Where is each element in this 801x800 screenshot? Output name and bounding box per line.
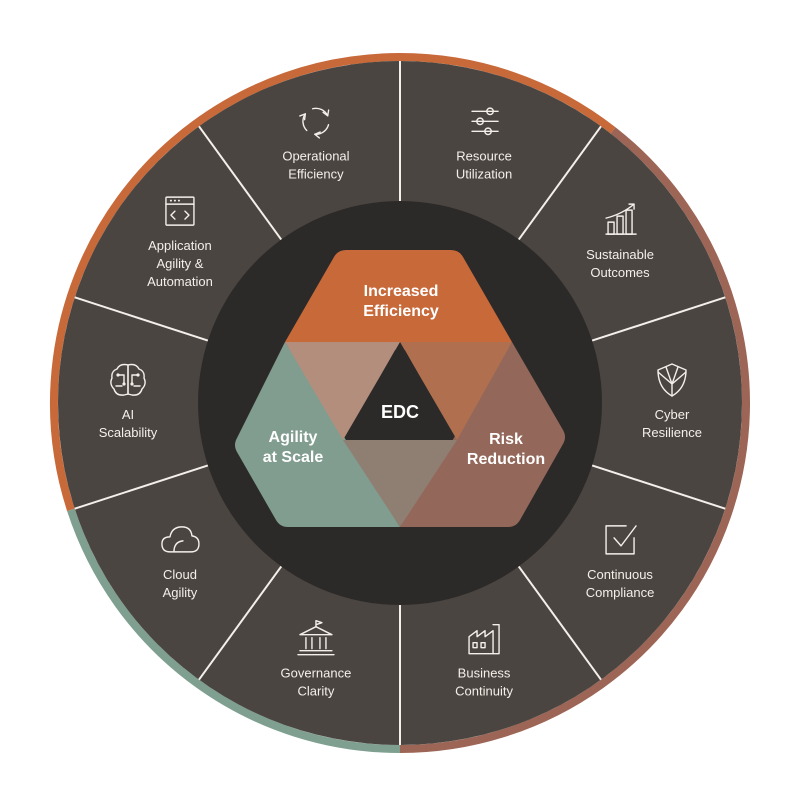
overlap-efficiency-risk [400, 342, 512, 440]
segment-label: AI [122, 407, 134, 422]
building-icon [297, 619, 335, 656]
rim-arc-brown [399, 127, 750, 753]
segment-label: Governance [281, 666, 352, 681]
segment-label: Application [148, 238, 212, 253]
edc-label: EDC [381, 402, 419, 422]
segment-label: Continuous [587, 567, 653, 582]
segment-label: Compliance [586, 585, 655, 600]
edc-center [347, 348, 453, 440]
risk-reduction-shape [400, 342, 565, 527]
increased-efficiency-shape [285, 250, 512, 342]
segment-divider [74, 464, 209, 510]
rim-arc-orange-right [399, 53, 616, 134]
brain-icon [110, 363, 146, 396]
segment-label: Resilience [642, 425, 702, 440]
segment-divider [591, 464, 726, 510]
segment-divider [591, 296, 726, 342]
segment-label: Efficiency [288, 166, 344, 181]
segment-label: Automation [147, 274, 213, 289]
code-window-icon [165, 196, 195, 226]
overlap-efficiency-agility [285, 342, 400, 440]
segment-label: Cloud [163, 567, 197, 582]
segment-divider [517, 565, 602, 681]
segment-ai-scalability: AI Scalability [99, 363, 158, 440]
segment-label: Utilization [456, 166, 512, 181]
risk-reduction-label-1: Risk [489, 431, 523, 448]
shield-icon [657, 363, 687, 397]
rim-arc-green [67, 508, 401, 753]
segment-divider [74, 296, 209, 342]
growth-chart-icon [605, 203, 637, 235]
segment-label: Operational [282, 148, 349, 163]
agility-at-scale-shape [235, 342, 400, 527]
segment-label: Sustainable [586, 247, 654, 262]
overlap-agility-risk [343, 440, 457, 527]
rim-arc-orange-left [50, 53, 401, 512]
segment-label: Agility [163, 585, 198, 600]
segment-label: Cyber [655, 407, 690, 422]
capability-segments: ResourceUtilizationSustainableOutcomesCy… [99, 107, 702, 699]
risk-reduction-label-2: Reduction [467, 451, 545, 468]
venn-diagram: Increased Efficiency EDC Risk Reduction … [235, 250, 565, 527]
cloud-icon [161, 526, 200, 553]
segment-label: Outcomes [590, 265, 650, 280]
segment-dividers [74, 61, 726, 745]
increased-efficiency-label-1: Increased [364, 283, 439, 300]
segment-label: Agility & [156, 256, 203, 271]
segment-label: Scalability [99, 425, 158, 440]
segment-label: Continuity [455, 684, 513, 699]
outer-rim [50, 53, 750, 753]
increased-efficiency-label-2: Efficiency [363, 303, 439, 320]
checkbox-icon [605, 525, 637, 555]
agility-at-scale-label-1: Agility [269, 429, 318, 446]
agility-at-scale-label-2: at Scale [263, 449, 324, 466]
segment-label: Resource [456, 148, 512, 163]
segment-label: Business [458, 666, 511, 681]
sliders-icon [471, 107, 499, 136]
factory-icon [468, 623, 500, 655]
segment-divider [517, 125, 602, 241]
segment-divider [198, 565, 283, 681]
segment-label: Clarity [298, 684, 335, 699]
segment-divider [198, 125, 283, 241]
cycle-arrows-icon [299, 107, 330, 139]
